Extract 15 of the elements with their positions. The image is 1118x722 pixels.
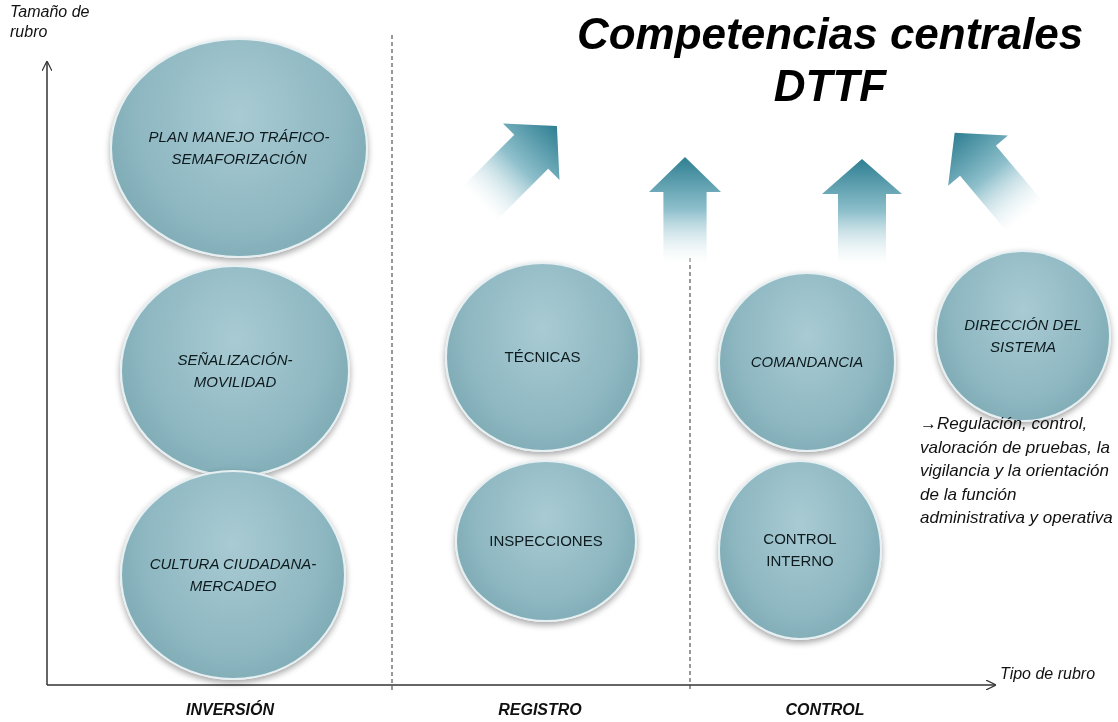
category-label: CONTROL (784, 700, 866, 720)
category-label: INVERSIÓN (185, 700, 276, 720)
category-label: REGISTRO (497, 700, 583, 720)
node-label: TÉCNICAS (504, 347, 581, 367)
node-label: PLAN MANEJO TRÁFICO-SEMAFORIZACIÓN (147, 127, 331, 169)
node-label: CONTROL INTERNO (762, 529, 838, 571)
axis-label: Tipo de rubro (1000, 664, 1097, 684)
node-label: DIRECCIÓN DEL SISTEMA (963, 315, 1083, 357)
node-label: INSPECCIONES (489, 531, 603, 551)
node-label: COMANDANCIA (750, 352, 864, 372)
node-label: SEÑALIZACIÓN-MOVILIDAD (176, 350, 294, 392)
node-label: CULTURA CIUDADANA-MERCADEO (148, 554, 318, 596)
title: Competencias centrales DTTF (575, 8, 1085, 112)
axis-label: Tamaño de rubro (10, 2, 91, 42)
note-text: →Regulación, control, valoración de pruebas, la vigilancia y la orientación de la función administrativa y operativa (920, 413, 1114, 529)
